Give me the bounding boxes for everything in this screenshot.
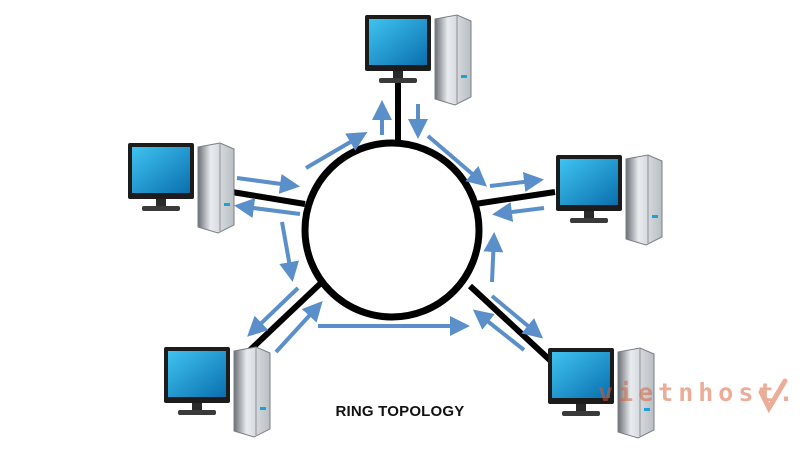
desktop-computer-icon bbox=[365, 14, 472, 106]
arrow bbox=[489, 171, 544, 192]
arrow bbox=[234, 198, 301, 218]
desktop-computer-icon bbox=[556, 154, 663, 246]
desktop-computer-icon bbox=[128, 142, 235, 234]
arrow bbox=[247, 286, 300, 337]
arrow bbox=[304, 131, 368, 170]
computer-bottom-right bbox=[548, 347, 655, 439]
arrow bbox=[279, 221, 300, 282]
desktop-computer-icon bbox=[164, 346, 271, 438]
checkmark-icon bbox=[758, 378, 788, 414]
link-bottom-left bbox=[245, 279, 325, 355]
arrow bbox=[490, 294, 544, 339]
arrow bbox=[492, 202, 545, 222]
computer-left bbox=[128, 142, 235, 234]
watermark: vietnhost. bbox=[598, 378, 798, 418]
arrow bbox=[274, 301, 323, 354]
arrow bbox=[236, 173, 300, 194]
diagram-caption: RING TOPOLOGY bbox=[335, 403, 465, 420]
arrow bbox=[426, 134, 488, 187]
arrow bbox=[472, 309, 526, 352]
arrow bbox=[483, 232, 504, 283]
computer-bottom-left bbox=[164, 346, 271, 438]
link-left bbox=[231, 189, 306, 207]
link-right bbox=[474, 189, 556, 207]
desktop-computer-icon bbox=[548, 347, 655, 439]
link-bottom-right bbox=[467, 283, 555, 365]
ring bbox=[301, 139, 483, 321]
computer-right bbox=[556, 154, 663, 246]
computer-top bbox=[365, 14, 472, 106]
flow-arrows bbox=[234, 100, 545, 354]
